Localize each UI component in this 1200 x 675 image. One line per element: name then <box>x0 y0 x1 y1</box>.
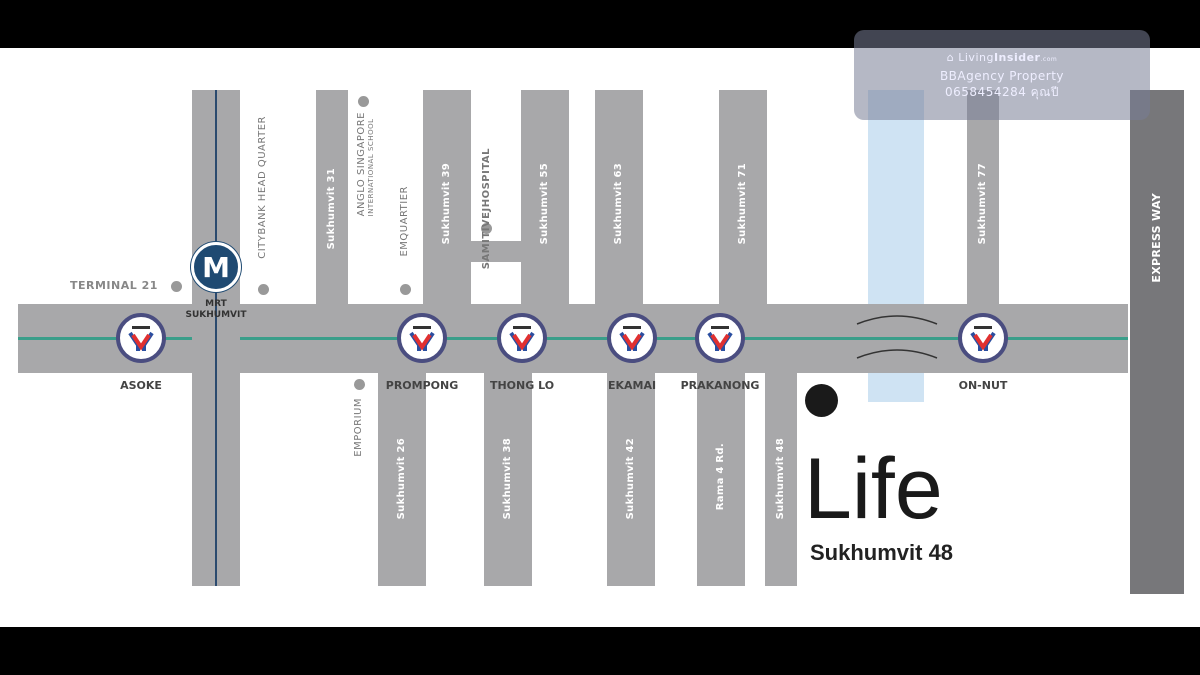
road-sukhumvit-55 <box>521 90 569 304</box>
label-sukhumvit-55: Sukhumvit 55 <box>539 163 550 245</box>
poi-emporium: EMPORIUM <box>353 398 364 457</box>
bridge-icon <box>856 315 938 359</box>
bts-station-icon <box>607 313 657 363</box>
road-sukhumvit-31 <box>316 90 348 304</box>
station-label: PRAKANONG <box>680 379 760 392</box>
label-sukhumvit-48: Sukhumvit 48 <box>775 438 786 520</box>
poi-dot <box>400 284 411 295</box>
mrt-label-2: SUKHUMVIT <box>185 310 247 320</box>
road-sukhumvit-71 <box>719 90 767 304</box>
poi-samitivej: SAMITIVEJHOSPITAL <box>481 148 492 269</box>
project-name: Life <box>804 441 943 537</box>
brand-bold: Insider <box>993 51 1041 64</box>
project-marker <box>805 384 838 417</box>
road-sukhumvit-77 <box>967 90 999 304</box>
label-sukhumvit-42: Sukhumvit 42 <box>625 438 636 520</box>
poi-samitivej-name: SAMITIVEJ <box>481 207 492 270</box>
poi-dot <box>481 223 492 234</box>
station-label: EKAMAI <box>607 379 657 392</box>
watermark-agency: BBAgency Property <box>939 69 1065 83</box>
watermark-brand: ⌂ LivingInsider.com <box>854 50 1150 68</box>
road-sukhumvit-39 <box>423 90 471 304</box>
label-sukhumvit-71: Sukhumvit 71 <box>737 163 748 245</box>
label-sukhumvit-77: Sukhumvit 77 <box>977 163 988 245</box>
bts-station-icon <box>397 313 447 363</box>
brand-light: Living <box>958 51 994 64</box>
brand-suffix: .com <box>1040 56 1058 63</box>
home-icon: ⌂ <box>946 51 955 64</box>
label-sukhumvit-63: Sukhumvit 63 <box>613 163 624 245</box>
road-sukhumvit-42 <box>607 373 655 586</box>
mrt-logo: M <box>191 242 241 292</box>
station-label: PROMPONG <box>385 379 459 392</box>
road-rama-4 <box>697 373 745 586</box>
bts-station-icon <box>695 313 745 363</box>
mrt-label-1: MRT <box>205 299 227 309</box>
mrt-label: MRT SUKHUMVIT <box>185 299 246 321</box>
poi-samitivej-sub: HOSPITAL <box>481 148 492 208</box>
project-sub: Sukhumvit 48 <box>810 540 954 565</box>
poi-dot <box>258 284 269 295</box>
poi-citybank: CITYBANK HEAD QUARTER <box>257 116 268 259</box>
station-label: ON-NUT <box>958 379 1008 392</box>
road-sukhumvit-63 <box>595 90 643 304</box>
road-sukhumvit-48 <box>765 373 797 586</box>
road-connector <box>471 241 521 262</box>
label-sukhumvit-38: Sukhumvit 38 <box>502 438 513 520</box>
poi-emquartier: EMQUARTIER <box>399 186 410 257</box>
bts-station-icon <box>497 313 547 363</box>
poi-dot <box>171 281 182 292</box>
bts-station-icon <box>116 313 166 363</box>
label-sukhumvit-26: Sukhumvit 26 <box>396 438 407 520</box>
poi-terminal21: TERMINAL 21 <box>70 279 158 292</box>
poi-dot <box>354 379 365 390</box>
watermark: ⌂ LivingInsider.com BBAgency Property 06… <box>854 30 1150 120</box>
label-sukhumvit-39: Sukhumvit 39 <box>441 163 452 245</box>
label-rama-4: Rama 4 Rd. <box>715 443 726 511</box>
mrt-line <box>215 90 217 586</box>
poi-anglo-sub: INTERNATIONAL SCHOOL <box>367 118 375 217</box>
road-sukhumvit-38 <box>484 373 532 586</box>
map: EXPRESS WAY Sukhumvit 31 Sukhumvit 39 Su… <box>0 48 1200 627</box>
poi-anglo-name: ANGLO SINGAPORE <box>356 112 367 217</box>
expressway <box>1130 90 1184 594</box>
station-label: THONG LO <box>489 379 555 392</box>
watermark-phone: 0658454284 คุณปี <box>945 85 1059 99</box>
bts-station-icon <box>958 313 1008 363</box>
station-label: ASOKE <box>120 379 162 392</box>
bts-line <box>18 337 1128 340</box>
expressway-label: EXPRESS WAY <box>1150 193 1163 283</box>
poi-dot <box>358 96 369 107</box>
road-sukhumvit-26 <box>378 373 426 586</box>
label-sukhumvit-31: Sukhumvit 31 <box>326 168 337 250</box>
